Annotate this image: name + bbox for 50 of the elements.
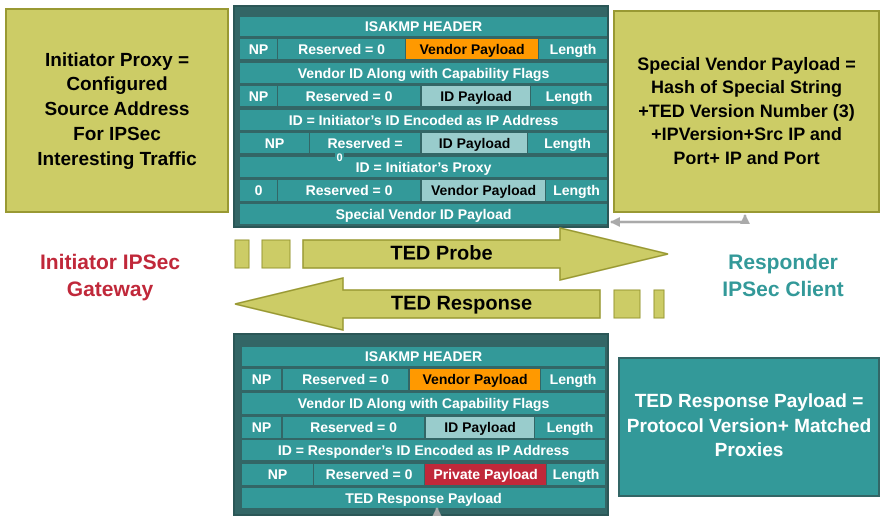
note-box: Special Vendor Payload = Hash of Special String +TED Version Number (3) +IPVersion+Src IP and Port+ IP and Port	[613, 10, 880, 213]
edge-label: TED Response	[390, 292, 532, 316]
packet-field: NP	[240, 39, 277, 59]
packet-field: Vendor Payload	[422, 180, 545, 201]
header-field: ISAKMP HEADER	[240, 17, 607, 36]
block-arrow	[234, 227, 669, 281]
packet-field: ID Payload	[422, 133, 527, 153]
packet-field: Length	[546, 180, 607, 201]
packet-field: Length	[539, 39, 607, 59]
endpoint-label: Initiator IPSec Gateway	[5, 248, 235, 304]
packet-field: Length	[547, 464, 605, 485]
packet-field: NP	[242, 417, 281, 438]
packet-field: ID Payload	[422, 86, 530, 106]
packet-field: ID = Responder’s ID Encoded as IP Address	[242, 440, 605, 460]
packet-field: Private Payload	[425, 464, 546, 485]
edge-label: TED Probe	[390, 242, 493, 266]
packet-field: Length	[535, 417, 605, 438]
packet-panel	[233, 333, 609, 516]
packet-field: Reserved =	[310, 133, 420, 153]
packet-field: Special Vendor ID Payload	[240, 204, 607, 224]
packet-field: Reserved = 0	[314, 464, 424, 485]
packet-field: Vendor ID Along with Capability Flags	[242, 393, 605, 414]
packet-field: Length	[528, 133, 607, 153]
packet-field: NP	[240, 86, 277, 106]
packet-field: TED Response Payload	[242, 488, 605, 508]
endpoint-label: Responder IPSec Client	[668, 248, 884, 304]
stray-digit: 0	[335, 153, 344, 164]
packet-field: ID Payload	[426, 417, 534, 438]
packet-field: ID = Initiator’s ID Encoded as IP Address	[240, 110, 607, 130]
packet-field: Reserved = 0	[283, 417, 424, 438]
packet-field: NP	[242, 464, 313, 485]
packet-field: Vendor ID Along with Capability Flags	[240, 63, 607, 83]
packet-field: Vendor Payload	[410, 369, 540, 390]
note-box: TED Response Payload = Protocol Version+ Matched Proxies	[618, 357, 880, 497]
packet-field: NP	[242, 369, 281, 390]
packet-panel	[233, 5, 609, 228]
packet-field: Length	[531, 86, 607, 106]
packet-field: Length	[541, 369, 605, 390]
packet-field: Reserved = 0	[278, 39, 405, 59]
packet-field: Vendor Payload	[406, 39, 538, 59]
arrow	[610, 214, 750, 227]
block-arrow	[234, 277, 664, 331]
packet-field: NP	[240, 133, 309, 153]
packet-field: Reserved = 0	[278, 86, 420, 106]
packet-field: 0	[240, 180, 277, 201]
header-field: ISAKMP HEADER	[242, 347, 605, 366]
note-box: Initiator Proxy = Configured Source Address For IPSec Interesting Traffic	[5, 8, 229, 213]
packet-field: Reserved = 0	[278, 180, 420, 201]
arrow	[432, 507, 442, 516]
packet-field: Reserved = 0	[283, 369, 408, 390]
